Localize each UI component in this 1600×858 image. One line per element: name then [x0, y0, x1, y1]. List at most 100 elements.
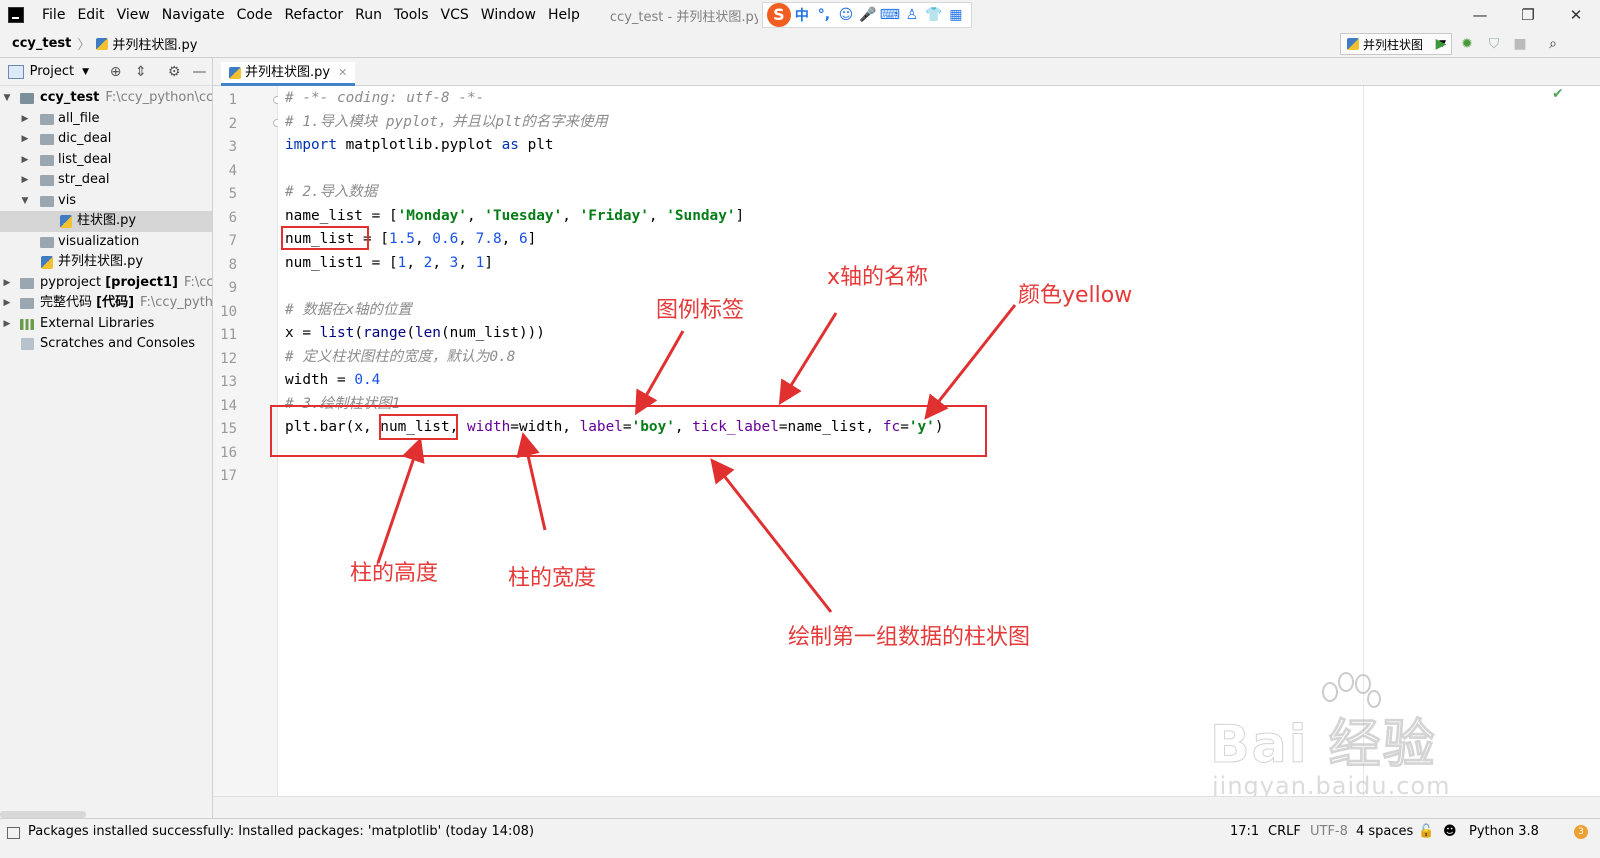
- tree-item-full-code[interactable]: ▶ 完整代码 [代码]F:\ccy_pythor: [0, 293, 212, 314]
- emoji-icon[interactable]: ☺: [838, 7, 854, 23]
- collapsed-arrow-icon[interactable]: ▶: [3, 318, 11, 329]
- tree-item-label: ccy_test: [40, 90, 100, 105]
- line-number: 15: [220, 421, 237, 437]
- code-token: 'Sunday': [666, 207, 736, 224]
- horizontal-scrollbar[interactable]: [0, 811, 86, 818]
- indent-setting[interactable]: 4 spaces: [1356, 824, 1414, 839]
- menu-code[interactable]: Code: [236, 7, 273, 23]
- ime-chinese-mode[interactable]: 中: [794, 8, 809, 24]
- code-line-1: # -*- coding: utf-8 -*-: [285, 90, 485, 106]
- inspector-icon[interactable]: ☻: [1443, 824, 1457, 839]
- tree-item-list-deal[interactable]: ▶ list_deal: [0, 150, 212, 171]
- lock-icon[interactable]: 🔓: [1418, 824, 1435, 839]
- skin-shirt-icon[interactable]: 👕: [925, 7, 943, 23]
- collapsed-arrow-icon[interactable]: ▶: [3, 277, 11, 288]
- microphone-icon[interactable]: 🎤: [859, 7, 877, 23]
- user-icon[interactable]: ♙: [905, 7, 919, 23]
- folder-icon: [40, 134, 54, 145]
- code-editor[interactable]: [278, 86, 1600, 796]
- baidu-jingyan-watermark: Bai 经验 jingyan.baidu.com: [1210, 672, 1500, 802]
- python-interpreter[interactable]: Python 3.8: [1469, 824, 1539, 839]
- code-line-10: # 数据在x轴的位置: [285, 301, 412, 318]
- tree-item-str-deal[interactable]: ▶ str_deal: [0, 170, 212, 191]
- code-token: 3: [449, 254, 459, 271]
- status-message[interactable]: Packages installed successfully: Install…: [28, 824, 535, 839]
- window-title: ccy_test - 并列柱状图.py [c: [609, 9, 758, 25]
- line-number: 11: [220, 327, 237, 343]
- expanded-arrow-icon[interactable]: ▼: [3, 93, 11, 103]
- menu-navigate[interactable]: Navigate: [161, 7, 225, 23]
- tree-item-vis[interactable]: ▼ vis: [0, 191, 212, 212]
- tree-item-external-libraries[interactable]: ▶ External Libraries: [0, 314, 212, 335]
- tree-item-all-file[interactable]: ▶ all_file: [0, 109, 212, 130]
- breadcrumb-file[interactable]: 并列柱状图.py: [96, 34, 197, 53]
- status-bar: Packages installed successfully: Install…: [0, 818, 1600, 858]
- collapsed-arrow-icon[interactable]: ▶: [21, 154, 29, 165]
- close-button[interactable]: ✕: [1569, 6, 1583, 24]
- chevron-down-icon[interactable]: ▼: [82, 66, 89, 77]
- menu-help[interactable]: Help: [547, 7, 580, 23]
- menu-run[interactable]: Run: [355, 7, 383, 23]
- inspection-ok-icon[interactable]: ✔: [1552, 86, 1564, 102]
- menu-refactor[interactable]: Refactor: [284, 7, 344, 23]
- right-margin-guide: [1363, 86, 1364, 796]
- restore-button[interactable]: ❐: [1521, 6, 1535, 24]
- expanded-arrow-icon[interactable]: ▼: [21, 195, 29, 206]
- menu-window[interactable]: Window: [480, 7, 536, 23]
- toolbox-icon[interactable]: ▦: [949, 7, 963, 23]
- tree-item-visualization[interactable]: visualization: [0, 232, 212, 253]
- menu-view[interactable]: View: [116, 7, 150, 23]
- collapsed-arrow-icon[interactable]: ▶: [21, 113, 29, 124]
- ime-punctuation[interactable]: °,: [817, 7, 831, 23]
- coverage-icon[interactable]: ⛉: [1488, 36, 1500, 52]
- keyboard-icon[interactable]: ⌨: [879, 7, 901, 23]
- search-icon[interactable]: ⌕: [1549, 36, 1557, 52]
- highlight-box-num-list-def: [281, 226, 369, 250]
- debug-icon[interactable]: ✹: [1461, 36, 1473, 52]
- menu-tools[interactable]: Tools: [394, 7, 429, 23]
- tree-item-ccy-test[interactable]: ▼ ccy_test F:\ccy_python\ccy_t: [0, 88, 212, 109]
- close-tab-icon[interactable]: ✕: [338, 65, 348, 79]
- breadcrumb-project[interactable]: ccy_test: [12, 36, 72, 51]
- collapsed-arrow-icon[interactable]: ▶: [21, 134, 29, 144]
- tool-windows-icon[interactable]: [7, 827, 20, 839]
- menu-vcs[interactable]: VCS: [440, 7, 469, 23]
- line-number: 13: [220, 374, 237, 390]
- window-controls: — ❐ ✕: [1456, 0, 1600, 30]
- hide-panel-icon[interactable]: —: [192, 63, 207, 80]
- line-separator[interactable]: CRLF: [1268, 824, 1301, 839]
- notification-badge[interactable]: 3: [1574, 825, 1588, 839]
- menu-file[interactable]: File: [42, 7, 66, 23]
- breadcrumb-file-label: 并列柱状图.py: [112, 38, 198, 53]
- caret-position[interactable]: 17:1: [1230, 824, 1260, 839]
- tree-item-label: External Libraries: [40, 315, 155, 331]
- stop-icon[interactable]: ■: [1513, 36, 1527, 52]
- file-encoding[interactable]: UTF-8: [1310, 824, 1348, 839]
- tree-item-dic-deal[interactable]: ▶ dic_deal: [0, 129, 212, 150]
- collapse-all-icon[interactable]: ⇕: [135, 63, 147, 80]
- code-token: =: [622, 419, 632, 435]
- navigation-bar: ccy_test 〉 并列柱状图.py 并列柱状图 ▼ ▶ ✹ ⛉ ■ ⌕: [0, 30, 1600, 58]
- tree-item-pyproject[interactable]: ▶ pyproject [project1]F:\ccy_p: [0, 273, 212, 294]
- project-view-title[interactable]: Project: [29, 64, 75, 79]
- code-token: (: [354, 325, 363, 341]
- minimize-button[interactable]: —: [1472, 6, 1488, 24]
- tab-grouped-bar-py[interactable]: 并列柱状图.py ✕: [221, 62, 356, 86]
- menu-edit[interactable]: Edit: [77, 7, 105, 23]
- gear-icon[interactable]: ⚙: [167, 63, 181, 80]
- run-configuration-select[interactable]: 并列柱状图 ▼: [1340, 33, 1452, 55]
- python-file-icon: [1347, 38, 1359, 50]
- collapsed-arrow-icon[interactable]: ▶: [3, 298, 11, 308]
- locate-file-icon[interactable]: ⊕: [109, 63, 122, 80]
- code-token: width: [466, 419, 511, 435]
- tree-item-module: [代码]: [96, 295, 135, 310]
- code-token: 'Tuesday': [484, 207, 563, 224]
- collapsed-arrow-icon[interactable]: ▶: [21, 175, 29, 185]
- tree-item-bar-chart-py[interactable]: 柱状图.py: [0, 211, 212, 232]
- run-icon[interactable]: ▶: [1435, 36, 1447, 52]
- ime-toolbar[interactable]: S 中 °, ☺ 🎤 ⌨ ♙ 👕 ▦: [761, 2, 972, 28]
- tree-item-scratches[interactable]: Scratches and Consoles: [0, 334, 212, 355]
- tree-item-grouped-bar-py[interactable]: 并列柱状图.py: [0, 252, 212, 273]
- sogou-logo-icon[interactable]: S: [766, 3, 791, 27]
- tree-item-path: F:\ccy_python\ccy_t: [105, 90, 212, 105]
